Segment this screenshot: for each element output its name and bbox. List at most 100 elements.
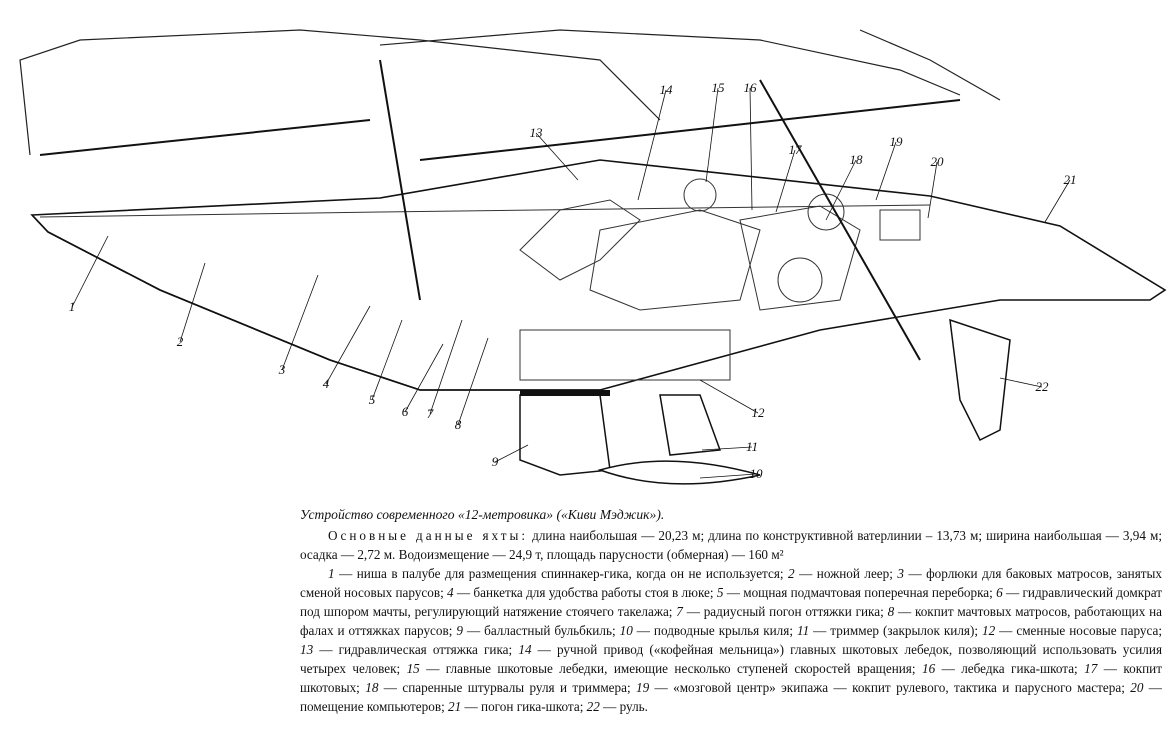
callout-leader-17 [775, 149, 796, 213]
legend-text-10: — подводные крылья киля; [632, 623, 797, 638]
callout-leader-6 [404, 343, 444, 413]
legend-text-22: — руль. [599, 699, 648, 714]
legend-text-19: — «мозговой центр» экипажа — кокпит руле… [649, 680, 1131, 695]
callout-18: 18 [850, 152, 864, 167]
legend-number-18: 18 [365, 680, 379, 695]
legend-number-3: 3 [897, 566, 904, 581]
callout-leader-11 [701, 446, 753, 451]
callout-22: 22 [1036, 379, 1050, 394]
callout-leader-22 [999, 377, 1043, 388]
sails [19, 29, 1001, 156]
legend-number-15: 15 [406, 661, 420, 676]
legend-number-1: 1 [328, 566, 335, 581]
callout-21: 21 [1064, 172, 1077, 187]
hull [30, 159, 1167, 391]
legend-text-2: — ножной леер; [794, 566, 898, 581]
legend-text-11: — триммер (закрылок киля); [809, 623, 983, 638]
legend-text-20: — помещение компьютеров; [300, 680, 1162, 714]
legend-number-20: 20 [1130, 680, 1144, 695]
legend-number-19: 19 [636, 680, 650, 695]
callout-3: 3 [278, 362, 286, 377]
callout-6: 6 [402, 404, 409, 419]
caption-specs: Основные данные яхты: длина наибольшая —… [300, 526, 1162, 564]
legend-text-17: — кокпит шкотовых; [300, 661, 1163, 695]
legend-number-21: 21 [448, 699, 462, 714]
callout-leader-13 [535, 132, 579, 181]
callout-10: 10 [750, 466, 764, 481]
legend-text-21: — погон гика-шкота; [461, 699, 587, 714]
legend-number-9: 9 [456, 623, 463, 638]
callout-5: 5 [369, 392, 376, 407]
callout-leader-5 [371, 319, 403, 401]
legend-number-11: 11 [796, 623, 810, 638]
callout-leader-21 [1044, 179, 1071, 223]
legend-text-8: — кокпит мачтовых матросов, работающих н… [300, 604, 1163, 638]
keel [519, 390, 761, 485]
legend-number-6: 6 [996, 585, 1003, 600]
caption-legend: 1 — ниша в палубе для размещения спиннак… [300, 564, 1162, 716]
callout-15: 15 [712, 80, 726, 95]
legend-text-13: — гидравлическая оттяжка гика; [313, 642, 519, 657]
legend-text-12: — сменные носовые паруса; [995, 623, 1162, 638]
legend-number-22: 22 [586, 699, 600, 714]
legend-text-7: — радиусный погон оттяжки гика; [682, 604, 888, 619]
deck-details [39, 178, 931, 381]
legend-number-14: 14 [518, 642, 532, 657]
legend-text-3: — форлюки для баковых матросов, занятых … [300, 566, 1163, 600]
callout-16: 16 [744, 80, 758, 95]
callout-9: 9 [492, 454, 499, 469]
legend-number-4: 4 [447, 585, 454, 600]
callout-leader-1 [71, 235, 109, 308]
caption-title: Устройство современного «12-метровика» (… [300, 507, 665, 522]
callout-20: 20 [931, 154, 945, 169]
callout-leader-9 [494, 444, 529, 463]
callout-leader-18 [825, 159, 857, 221]
legend-text-9: — балластный бульбкиль; [462, 623, 620, 638]
legend-number-10: 10 [619, 623, 633, 638]
callout-leader-7 [429, 319, 463, 415]
legend-number-12: 12 [982, 623, 996, 638]
callout-leader-20 [927, 161, 938, 219]
callout-leader-16 [749, 87, 753, 211]
callout-1: 1 [69, 299, 76, 314]
legend-text-5: — мощная подмачтовая поперечная переборк… [723, 585, 997, 600]
legend-number-13: 13 [300, 642, 314, 657]
legend-number-2: 2 [788, 566, 795, 581]
legend-text-14: — ручной привод («кофейная мельница») гл… [300, 642, 1163, 676]
callout-4: 4 [323, 376, 330, 391]
legend-text-4: — банкетка для удобства работы стоя в лю… [453, 585, 717, 600]
legend-number-7: 7 [676, 604, 683, 619]
legend-text-16: — лебедка гика-шкота; [935, 661, 1085, 676]
legend-number-17: 17 [1084, 661, 1098, 676]
callout-leader-15 [705, 87, 719, 183]
callout-leader-2 [179, 262, 206, 343]
legend-text-15: — главные шкотовые лебедки, имеющие неск… [419, 661, 922, 676]
legend-number-16: 16 [921, 661, 936, 676]
rudder [949, 318, 1011, 442]
callout-13: 13 [530, 125, 544, 140]
callout-7: 7 [427, 406, 434, 421]
mast-and-boom [39, 59, 961, 361]
callout-leader-14 [637, 89, 667, 201]
caption: Устройство современного «12-метровика» (… [300, 505, 1162, 716]
legend-text-6: — гидравлический домкрат под шпором мачт… [300, 585, 1162, 619]
callout-2: 2 [177, 334, 184, 349]
callout-17: 17 [789, 142, 803, 157]
specs-lead: Основные данные яхты: [328, 528, 529, 543]
callout-19: 19 [890, 134, 904, 149]
legend-number-5: 5 [716, 585, 724, 600]
legend-text-18: — спаренные штурвалы руля и триммера; [378, 680, 636, 695]
callout-leader-12 [699, 379, 759, 414]
callout-12: 12 [752, 405, 766, 420]
callout-leader-3 [281, 274, 319, 371]
callout-8: 8 [455, 417, 462, 432]
legend-number-8: 8 [887, 604, 895, 619]
specs-text: длина наибольшая — 20,23 м; длина по кон… [300, 528, 1162, 562]
callout-leader-10 [699, 473, 757, 479]
legend-text-1: — ниша в палубе для размещения спиннакер… [334, 566, 789, 581]
callout-leader-8 [457, 337, 489, 426]
callout-leader-4 [325, 305, 371, 385]
callout-leader-19 [875, 141, 897, 201]
callout-14: 14 [660, 82, 674, 97]
